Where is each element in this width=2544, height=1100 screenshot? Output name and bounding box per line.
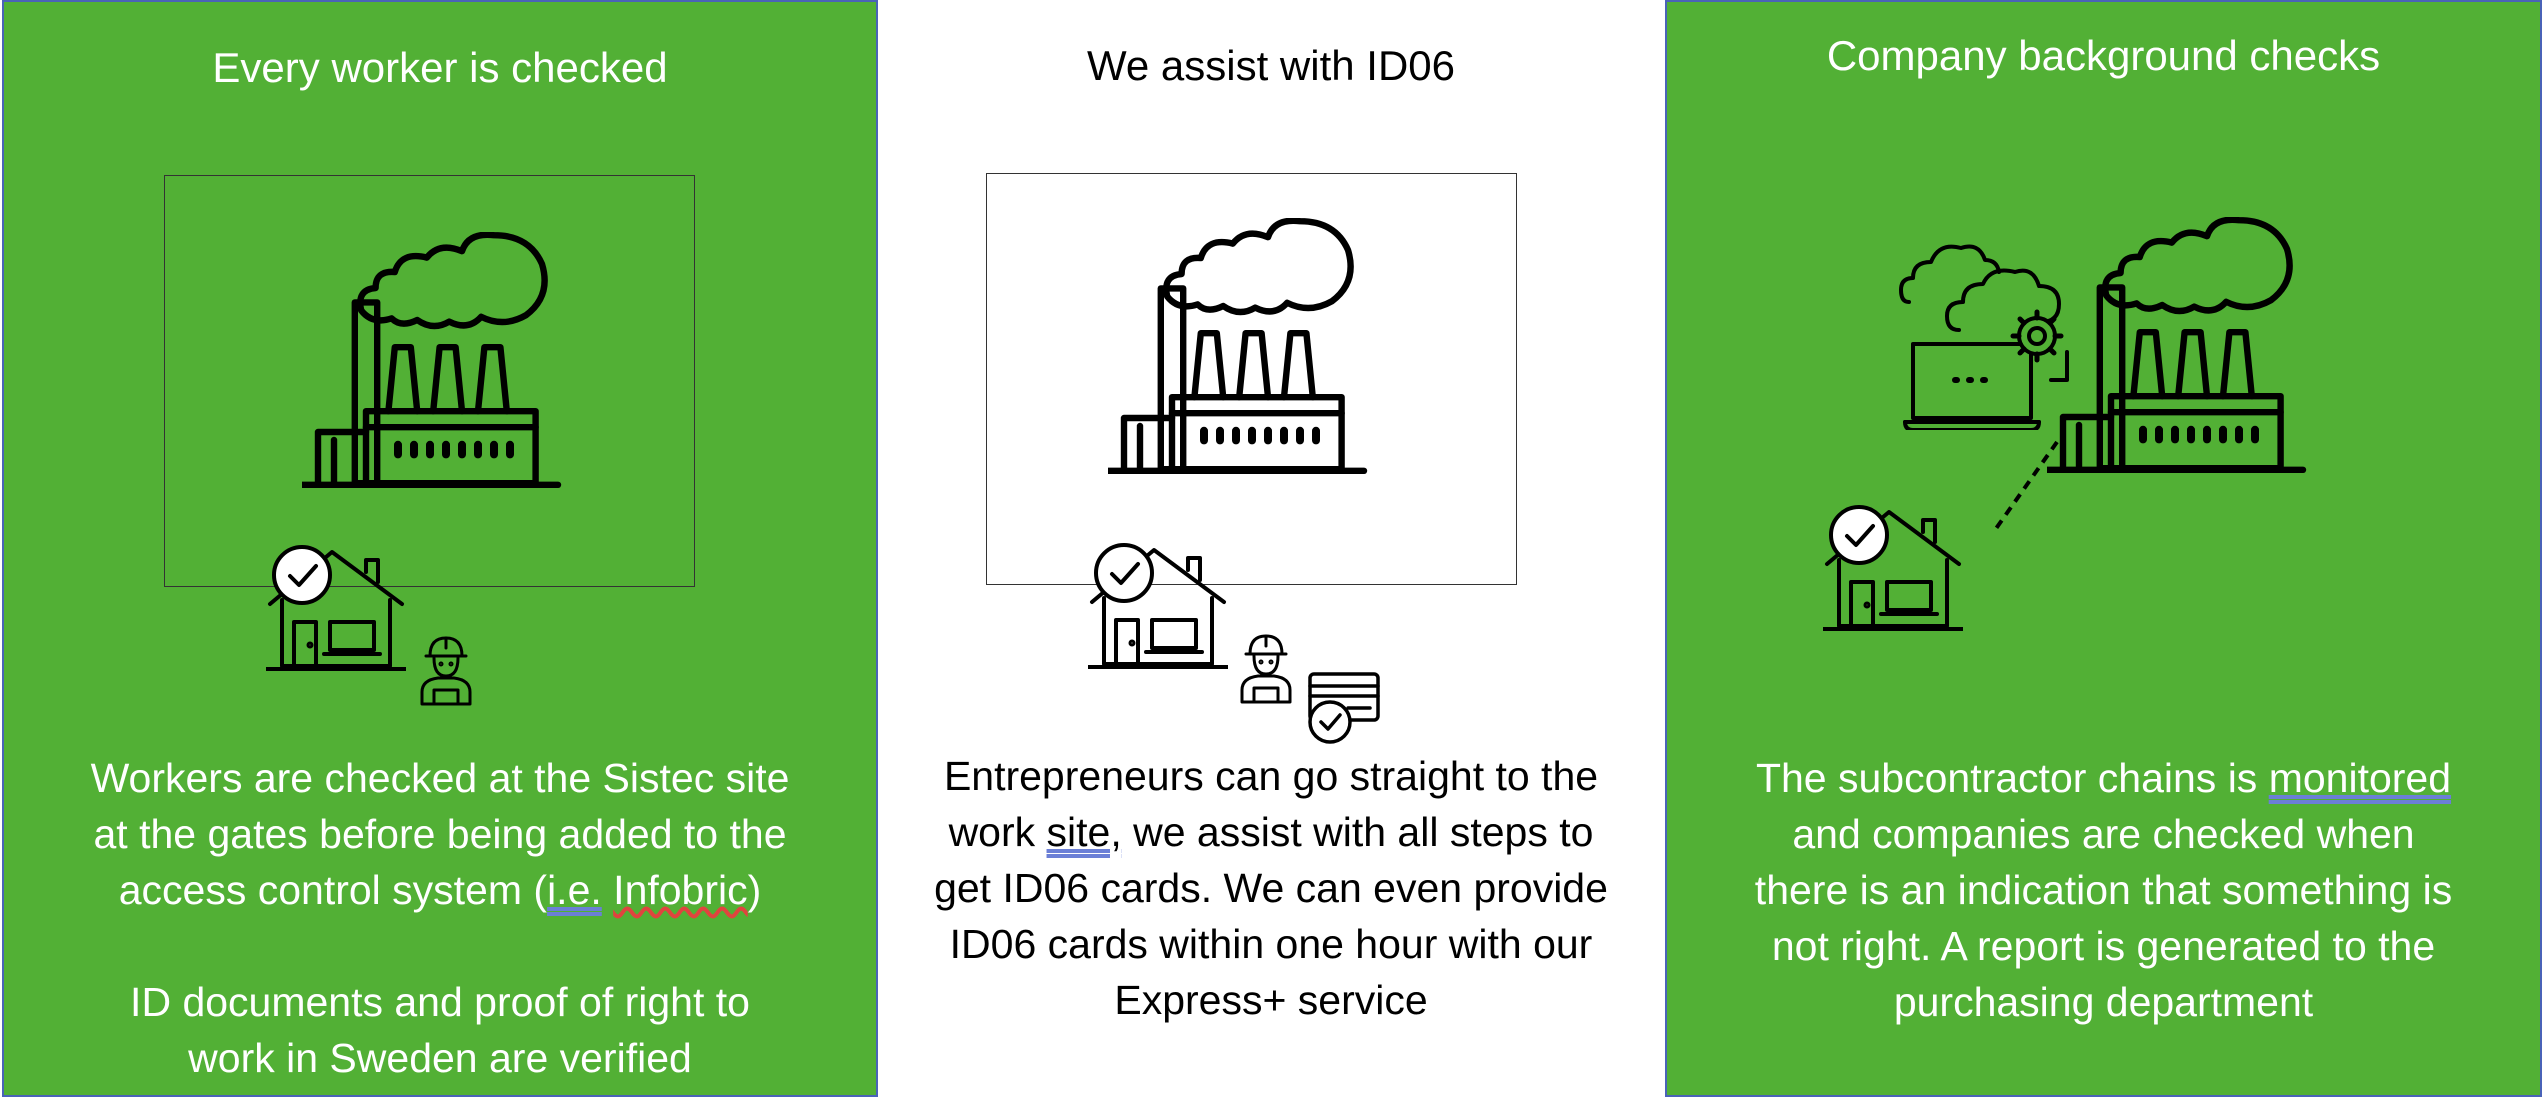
- factory-icon: [302, 232, 574, 488]
- worker-icon: [1236, 630, 1296, 705]
- panel-title: Every worker is checked: [212, 44, 668, 91]
- factory-icon: [1108, 218, 1380, 474]
- image-frame: [986, 173, 1517, 585]
- site-underlined: site,: [1046, 809, 1122, 855]
- id-verification-description: ID documents and proof of right to work …: [130, 979, 750, 1081]
- ie-underlined: i.e.: [547, 867, 602, 913]
- infobric-spellcheck: Infobric: [613, 867, 748, 913]
- panel-company-background-checks: Company background checks The subcontrac…: [1665, 0, 2542, 1097]
- image-frame: [164, 175, 695, 587]
- monitored-underlined: monitored: [2268, 755, 2452, 801]
- id06-description: Entrepreneurs can go straight to the wor…: [934, 753, 1608, 1023]
- factory-icon: [2047, 217, 2319, 473]
- id-card-check-icon: [1302, 668, 1382, 748]
- worker-check-description: Workers are checked at the Sistec site a…: [90, 755, 790, 913]
- dashed-connector: [1987, 438, 2067, 534]
- panel-id06-assist: We assist with ID06 Entrepreneurs can go…: [878, 0, 1664, 1097]
- panel-title: Company background checks: [1826, 32, 2381, 79]
- house-check-icon: [266, 542, 406, 672]
- house-check-icon: [1088, 540, 1228, 670]
- panel-every-worker-checked: Every worker is checked Workers are chec…: [2, 0, 878, 1097]
- worker-icon: [416, 632, 476, 707]
- company-check-description: The subcontractor chains is monitored an…: [1754, 755, 2453, 1025]
- panel-title: We assist with ID06: [1086, 42, 1455, 89]
- house-check-icon: [1823, 502, 1963, 632]
